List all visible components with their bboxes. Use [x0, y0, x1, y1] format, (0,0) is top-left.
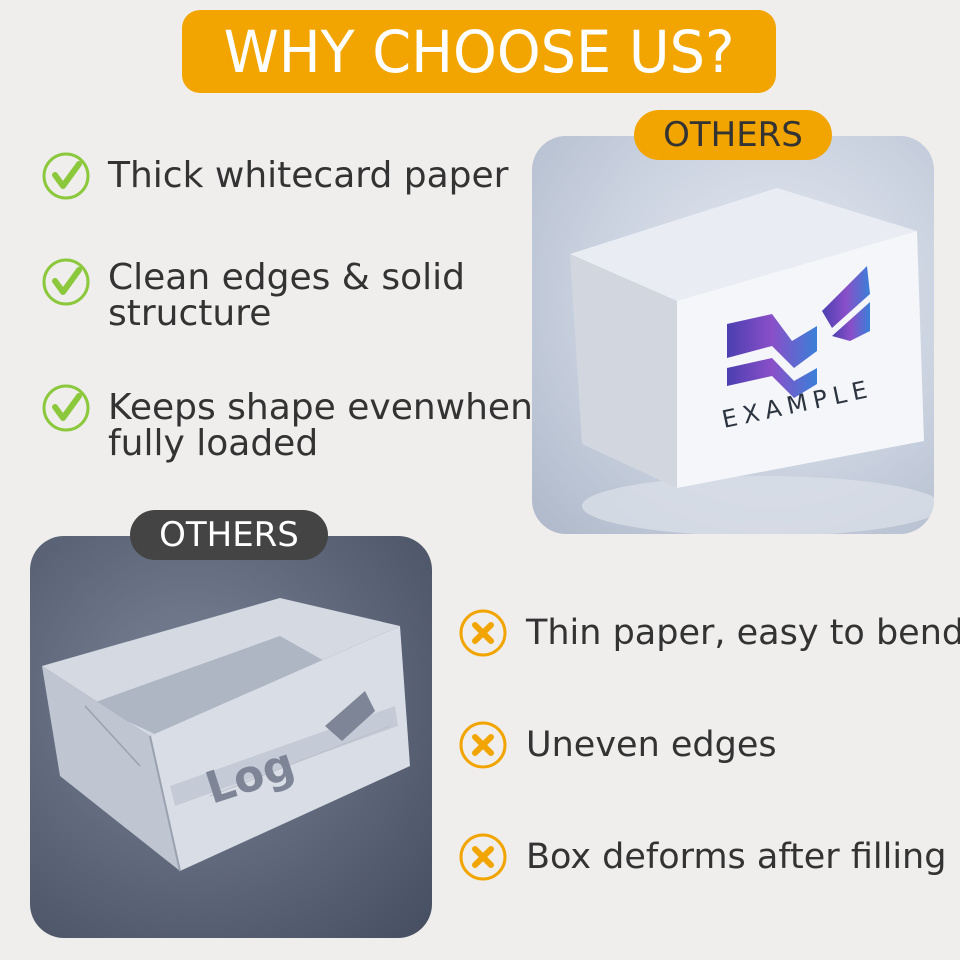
drawback-item: Box deforms after filling — [458, 832, 946, 882]
benefit-text: Clean edges & solid structure — [108, 257, 465, 334]
drawback-item: Thin paper, easy to bend — [458, 608, 960, 658]
neat-box-photo: EXAMPLE — [532, 136, 934, 534]
neat-box-illustration: EXAMPLE — [570, 188, 934, 534]
drawback-text: Thin paper, easy to bend — [526, 613, 960, 653]
title-banner: WHY CHOOSE US? — [182, 10, 776, 93]
x-circle-icon — [459, 609, 507, 657]
drawback-text: Uneven edges — [526, 725, 777, 765]
check-circle-icon — [42, 152, 90, 200]
others-badge: OTHERS — [130, 510, 328, 560]
drawback-item: Uneven edges — [458, 720, 777, 770]
x-circle-icon — [459, 833, 507, 881]
benefit-item: Thick whitecard paper — [40, 150, 508, 202]
benefit-text: Thick whitecard paper — [108, 155, 509, 196]
benefit-text: Keeps shape evenwhen fully loaded — [108, 387, 533, 464]
benefit-item: Clean edges & solid structure — [40, 256, 465, 332]
drawback-text: Box deforms after filling — [526, 837, 947, 877]
page-title: WHY CHOOSE US? — [223, 17, 735, 86]
check-circle-icon — [42, 384, 90, 432]
x-circle-icon — [459, 721, 507, 769]
benefit-item: Keeps shape evenwhen fully loaded — [40, 382, 533, 462]
crushed-box-illustration: Log — [42, 598, 410, 872]
check-circle-icon — [42, 258, 90, 306]
others-badge: OTHERS — [634, 110, 832, 160]
crushed-box-photo: Log — [30, 536, 432, 938]
